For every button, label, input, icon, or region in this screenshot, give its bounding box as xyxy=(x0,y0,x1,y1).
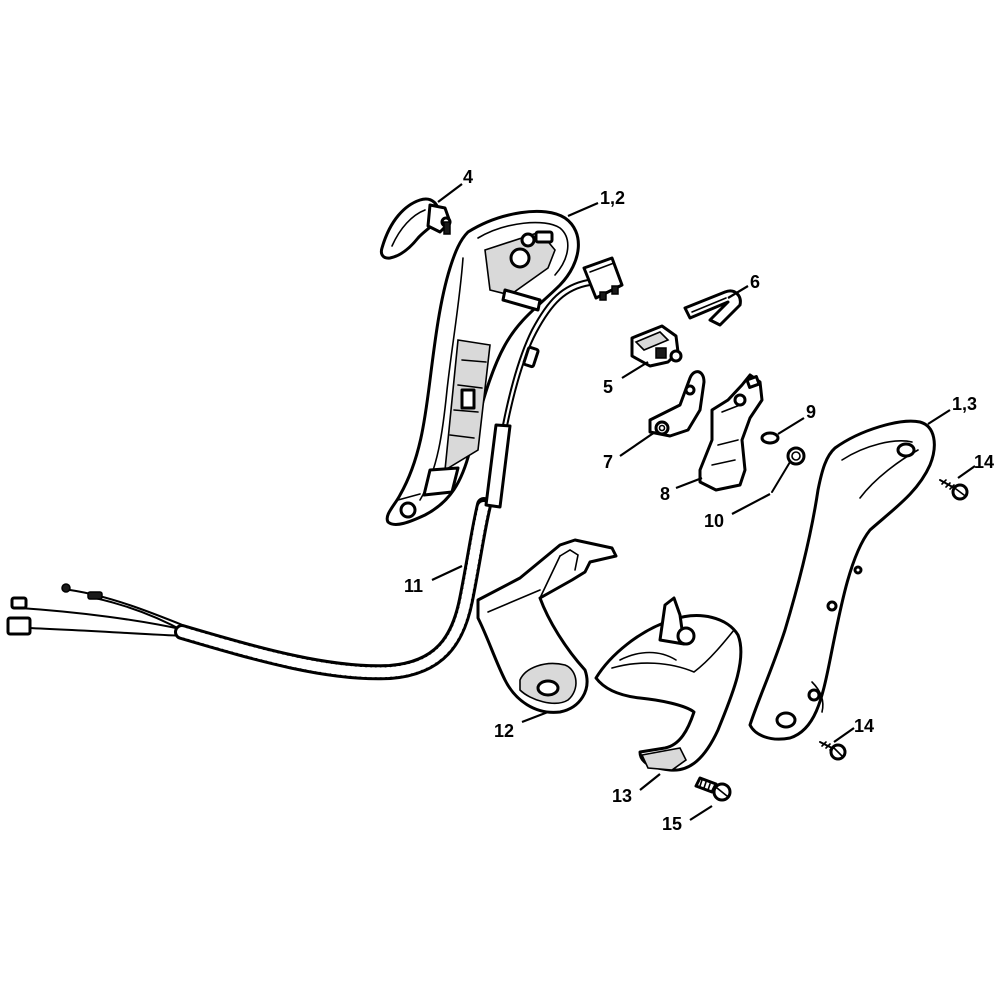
label-12: 12 xyxy=(494,721,514,741)
part-5-switch xyxy=(630,324,683,368)
label-10: 10 xyxy=(704,511,724,531)
label-11: 11 xyxy=(404,576,423,596)
cable-nipple xyxy=(61,583,71,593)
part-4-lever xyxy=(379,197,452,260)
part-11-cable-harness xyxy=(6,256,624,681)
part-15-screw xyxy=(694,776,732,802)
label-1-2: 1,2 xyxy=(600,188,625,208)
part-14-screw-upper xyxy=(939,479,969,501)
cable-clip xyxy=(522,345,540,369)
part-12-lower-cover xyxy=(476,538,618,714)
cable-terminal xyxy=(10,596,28,610)
cable-ferrule xyxy=(87,591,103,600)
leader-lines xyxy=(431,183,976,821)
part-1-2-handle-half-left xyxy=(385,209,580,526)
cable-connector-plug xyxy=(6,616,32,636)
label-7: 7 xyxy=(603,452,613,472)
label-14-upper: 14 xyxy=(974,452,994,472)
part-1-3-handle-half-right xyxy=(748,419,936,741)
part-labels: 4 1,2 6 5 7 9 1,3 14 8 10 11 12 14 13 15 xyxy=(404,167,994,834)
label-14-lower: 14 xyxy=(854,716,874,736)
part-6-u-bracket xyxy=(683,289,742,327)
part-13-lower-housing xyxy=(594,596,743,772)
label-6: 6 xyxy=(750,272,760,292)
label-4: 4 xyxy=(463,167,473,187)
part-9-pin xyxy=(760,431,780,445)
label-8: 8 xyxy=(660,484,670,504)
label-1-3: 1,3 xyxy=(952,394,977,414)
label-15: 15 xyxy=(662,814,682,834)
label-13: 13 xyxy=(612,786,632,806)
part-7-small-lever xyxy=(648,370,706,438)
label-5: 5 xyxy=(603,377,613,397)
cable-tube xyxy=(484,423,512,509)
label-9: 9 xyxy=(806,402,816,422)
part-10-torsion-spring xyxy=(771,446,806,493)
part-8-throttle-trigger xyxy=(698,373,764,492)
part-14-screw-lower xyxy=(819,741,847,761)
